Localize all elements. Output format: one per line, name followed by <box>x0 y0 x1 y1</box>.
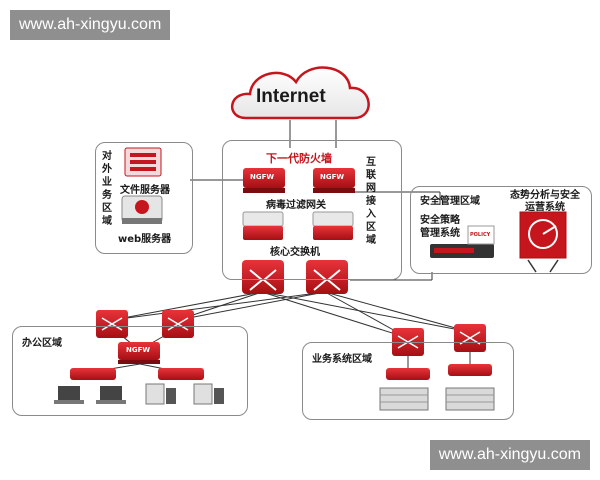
internet-label: Internet <box>256 86 326 107</box>
business-system-zone <box>302 342 514 420</box>
ngfw-text-left: NGFW <box>250 173 275 181</box>
ngfw-left-icon <box>243 168 285 193</box>
web-server-label: web服务器 <box>118 234 172 245</box>
office-ngfw-icon <box>118 342 160 364</box>
internet-access-zone <box>222 140 402 280</box>
watermark-bottom: www.ah-xingyu.com <box>429 440 590 470</box>
office-zone <box>12 326 248 416</box>
antivirus-gateway-right-icon <box>312 211 354 240</box>
office-switch-right-icon <box>162 310 194 338</box>
external-zone-title: 对外业务区域 <box>102 151 112 227</box>
office-ngfw-text: NGFW <box>126 346 151 354</box>
desktop-icon-1 <box>145 383 176 405</box>
policy-badge: POLICY <box>470 232 491 238</box>
office-zone-title: 办公区域 <box>22 338 62 349</box>
laptop-icon-2 <box>96 386 126 404</box>
antivirus-gateway-left-icon <box>242 211 284 240</box>
core-switch-left-icon <box>242 260 284 294</box>
laptop-icon-1 <box>54 386 84 404</box>
server-rack-right-icon <box>445 387 495 411</box>
desktop-icon-2 <box>193 383 224 405</box>
web-server-icon <box>121 195 163 224</box>
office-switch-left-icon <box>96 310 128 338</box>
core-switch-label: 核心交换机 <box>270 247 320 258</box>
situational-analysis-icon <box>519 211 567 273</box>
business-zone-title: 业务系统区域 <box>312 354 372 365</box>
firewall-label: 下一代防火墙 <box>266 152 332 165</box>
external-business-zone <box>95 142 193 254</box>
situational-analysis-label: 态势分析与安全运营系统 <box>510 190 580 213</box>
ngfw-text-right: NGFW <box>320 173 345 181</box>
security-zone-title: 安全管理区域 <box>420 196 480 207</box>
office-access-switch-left-icon <box>70 368 116 380</box>
business-access-switch-right-icon <box>448 364 492 376</box>
file-server-label: 文件服务器 <box>120 185 170 196</box>
watermark-top: www.ah-xingyu.com <box>10 10 171 40</box>
internet-access-zone-title: 互联网接入区域 <box>366 157 376 246</box>
core-switch-right-icon <box>306 260 348 294</box>
ngfw-right-icon <box>313 168 355 193</box>
server-rack-left-icon <box>379 387 429 411</box>
office-access-switch-right-icon <box>158 368 204 380</box>
internet-cloud-icon <box>230 66 370 120</box>
security-management-zone <box>410 186 592 274</box>
antivirus-label: 病毒过滤网关 <box>266 200 326 211</box>
policy-management-device-icon <box>430 225 495 258</box>
business-access-switch-left-icon <box>386 368 430 380</box>
policy-system-label: 安全策略管理系统 <box>420 215 460 239</box>
file-server-icon <box>124 147 162 177</box>
